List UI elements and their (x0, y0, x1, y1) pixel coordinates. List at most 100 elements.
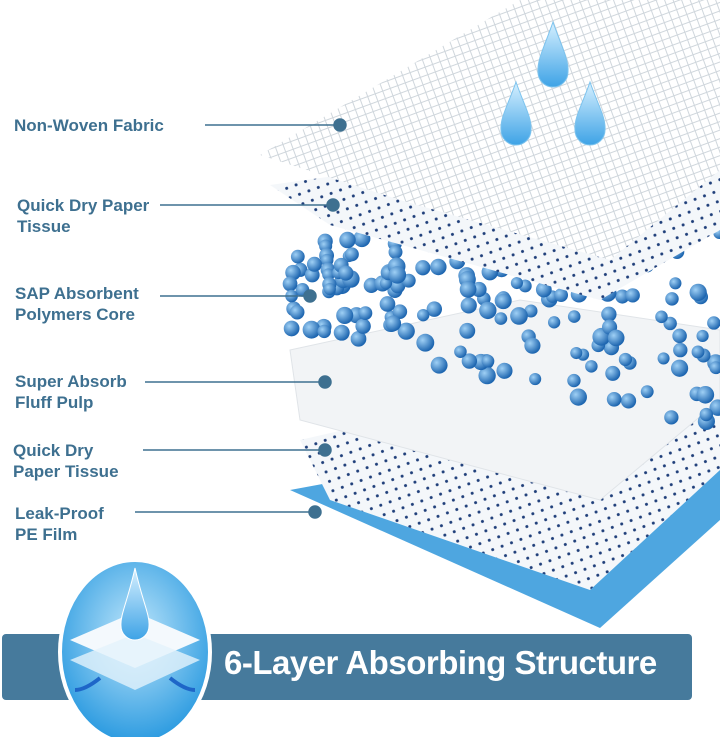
sap-bead (333, 324, 350, 341)
sap-bead (494, 312, 508, 325)
water-drops-icon (500, 20, 606, 146)
sap-bead (379, 277, 393, 290)
sap-bead (672, 328, 687, 344)
label-line: Quick Dry Paper (17, 196, 150, 215)
sap-bead (430, 258, 447, 276)
sap-bead (461, 353, 478, 369)
sap-bead (289, 304, 305, 320)
sap-bead (416, 333, 435, 352)
sap-bead (459, 322, 476, 339)
sap-bead (392, 304, 408, 319)
sap-bead (510, 307, 528, 325)
sap-bead (323, 283, 336, 296)
sap-bead (415, 260, 431, 276)
sap-bead (618, 352, 633, 367)
label-line: PE Film (15, 525, 78, 544)
sap-bead (479, 301, 497, 320)
sap-bead (696, 386, 715, 404)
sap-bead (535, 281, 552, 298)
sap-bead (524, 337, 541, 354)
sap-bead (283, 320, 300, 337)
label-line: Quick Dry (13, 441, 94, 460)
sap-bead (669, 277, 682, 290)
label-non-woven-fabric: Non-Woven Fabric (14, 115, 164, 136)
label-line: SAP Absorbent (15, 284, 139, 303)
sap-bead (459, 281, 477, 298)
sap-bead (554, 288, 569, 302)
sap-bead (569, 388, 587, 406)
sap-bead (496, 362, 513, 379)
label-line: Super Absorb (15, 372, 127, 391)
sap-bead (607, 329, 625, 347)
sap-bead (529, 372, 542, 386)
banner-title: 6-Layer Absorbing Structure (224, 644, 657, 681)
sap-bead (388, 245, 403, 260)
sap-bead (585, 360, 598, 373)
sap-bead (338, 265, 354, 281)
sap-bead (601, 306, 617, 322)
sap-bead (388, 266, 407, 284)
sap-bead (417, 308, 430, 322)
sap-bead (430, 356, 448, 374)
sap-bead (570, 346, 583, 360)
sap-bead (379, 296, 396, 312)
sap-bead (385, 315, 402, 332)
sap-bead (290, 249, 305, 264)
non-woven-fabric-layer (260, 0, 720, 260)
sap-bead (510, 276, 523, 290)
label-pe-film: Leak-Proof PE Film (15, 503, 104, 545)
sap-bead (640, 385, 654, 399)
sap-bead (285, 264, 301, 281)
label-line: Leak-Proof (15, 504, 104, 523)
sap-bead (707, 316, 720, 330)
sap-bead (567, 373, 581, 388)
label-line: Paper Tissue (13, 462, 119, 481)
sap-bead (336, 306, 354, 324)
sap-bead (358, 306, 373, 320)
sap-bead (344, 247, 359, 262)
sap-bead (282, 276, 298, 292)
sap-bead (663, 316, 677, 331)
sap-bead (696, 329, 709, 343)
sap-bead (524, 304, 538, 318)
sap-bead (350, 330, 367, 347)
sap-bead (496, 293, 512, 309)
sap-bead (606, 391, 622, 407)
sap-bead (699, 407, 713, 422)
sap-bead (620, 393, 637, 409)
sap-bead (397, 322, 415, 340)
label-line: Polymers Core (15, 305, 135, 324)
sap-bead (460, 297, 477, 314)
label-line: Tissue (17, 217, 71, 236)
sap-bead (605, 365, 621, 381)
leader-lines (135, 118, 347, 519)
sap-bead (478, 366, 496, 385)
sap-bead (670, 359, 689, 377)
sap-bead (673, 342, 688, 358)
sap-bead (689, 283, 707, 302)
sap-bead (355, 318, 371, 334)
sap-bead (625, 288, 640, 303)
sap-bead (615, 289, 630, 304)
sap-bead (426, 301, 443, 317)
sap-bead (665, 292, 679, 306)
label-line: Fluff Pulp (15, 393, 94, 412)
sap-bead (481, 354, 495, 368)
sap-bead (655, 310, 668, 324)
sap-bead (454, 345, 467, 359)
sap-bead (664, 410, 679, 425)
sap-bead (567, 310, 581, 323)
sap-bead (547, 316, 561, 329)
sap-bead (657, 352, 670, 365)
sap-bead (302, 320, 321, 339)
label-line: Non-Woven Fabric (14, 116, 164, 135)
sap-bead (691, 345, 705, 359)
sap-bead (317, 324, 331, 339)
sap-bead (709, 361, 720, 375)
